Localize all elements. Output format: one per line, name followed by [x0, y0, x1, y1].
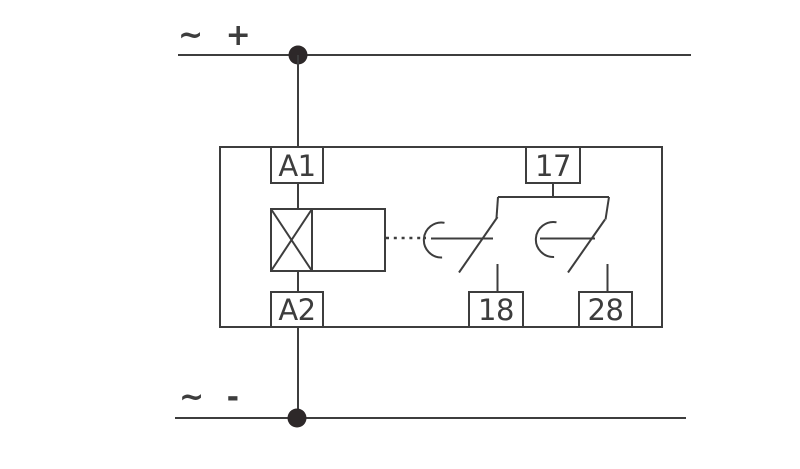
terminal-28: 28 [578, 291, 633, 328]
coil-x-diagonal-2 [270, 208, 313, 272]
contact-1-actuator-arc [422, 221, 445, 259]
terminal-label-a2: A2 [278, 293, 315, 327]
terminal-a1: A1 [270, 146, 324, 184]
terminal-label-17: 17 [535, 149, 571, 183]
terminal-18: 18 [468, 291, 524, 328]
contact-2-pivot-drop [604, 196, 610, 220]
terminal-label-18: 18 [478, 293, 514, 327]
terminal-a2: A2 [270, 291, 324, 328]
supply-negative-label: ~ - [179, 380, 245, 415]
supply-positive-label: ~ + [178, 18, 257, 53]
terminal-17: 17 [525, 146, 581, 184]
terminal-label-a1: A1 [278, 149, 315, 183]
contact-2-symbol [534, 196, 610, 292]
coil-symbol [270, 208, 386, 272]
junction-dot-bottom [287, 408, 307, 428]
supply-rail-positive: ~ + [178, 18, 691, 65]
contact-1-blade [458, 216, 499, 274]
relay-body-outline [219, 146, 663, 328]
terminal-label-28: 28 [588, 293, 624, 327]
terminal-box-28 [578, 291, 633, 328]
contact-2-blade [567, 218, 606, 274]
coil-outline [270, 208, 386, 272]
terminal-box-a2 [270, 291, 324, 328]
terminal-box-a1 [270, 146, 324, 184]
contact-2-actuator-arc [534, 221, 557, 259]
contact-1-pivot-drop [495, 196, 499, 219]
terminal-box-18 [468, 291, 524, 328]
supply-rail-negative: ~ - [175, 380, 686, 428]
contact-1-symbol [422, 196, 499, 292]
